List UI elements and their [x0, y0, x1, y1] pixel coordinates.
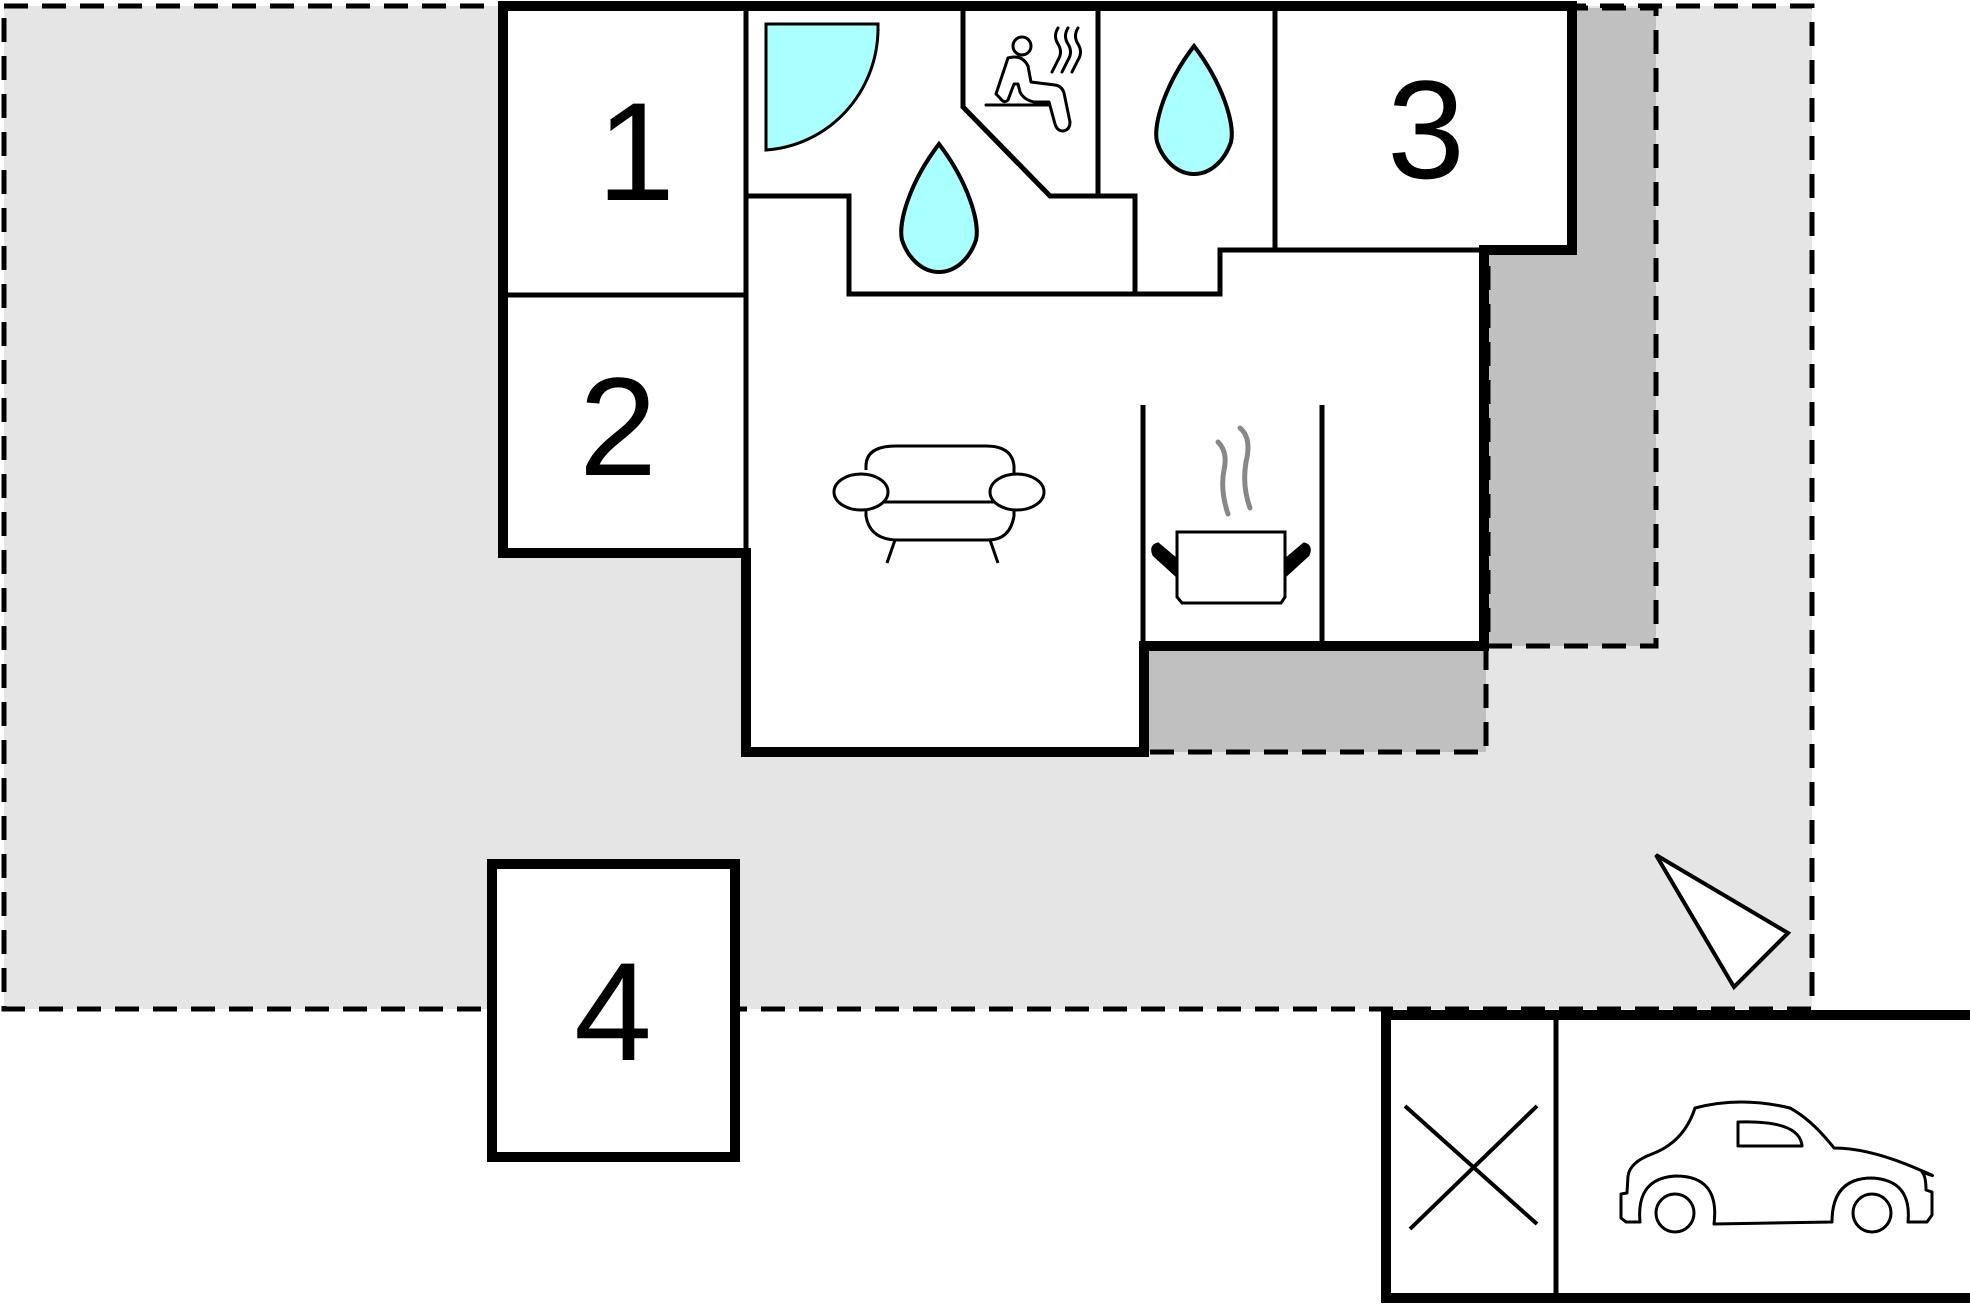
shower-icon [764, 22, 880, 152]
room-3-label: 3 [1387, 51, 1465, 208]
cooking-pot-icon [1151, 425, 1311, 605]
water-drop-icon [1154, 42, 1234, 177]
car-icon [1619, 1100, 1934, 1234]
water-drop-icon [899, 140, 979, 275]
covered-terrace-bottom [1141, 643, 1489, 755]
room-4-box [487, 859, 740, 1162]
north-arrow-icon [1654, 853, 1792, 991]
sofa-icon [832, 444, 1046, 564]
sauna-icon [984, 26, 1082, 133]
interior-walls [503, 6, 1484, 646]
room-1-label: 1 [597, 73, 675, 230]
room-2-label: 2 [579, 348, 657, 505]
cross-mark-icon [1403, 1104, 1539, 1231]
room-4-label: 4 [574, 933, 652, 1090]
